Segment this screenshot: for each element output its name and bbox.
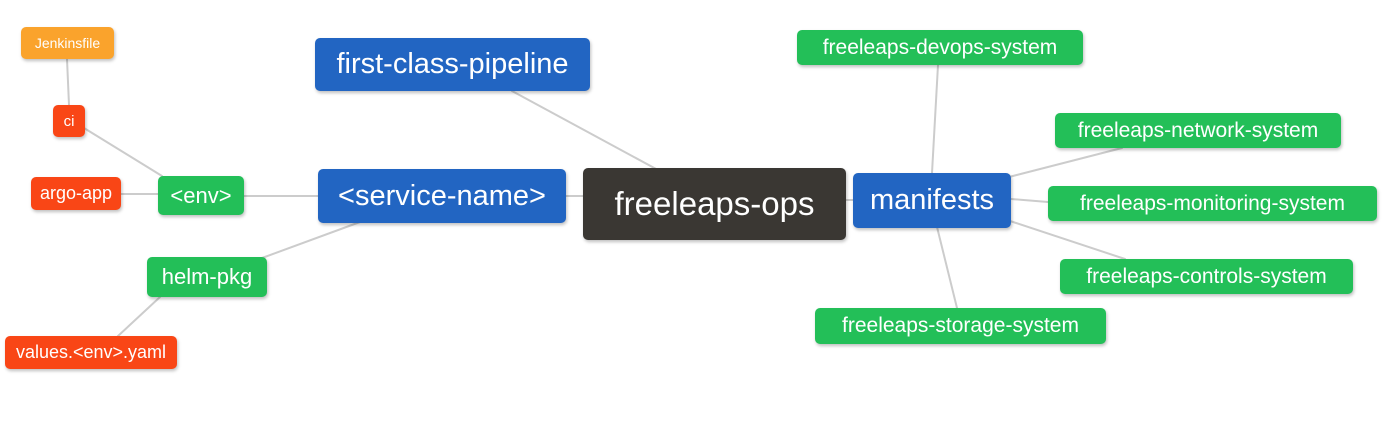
edge-manifests-monitoring [1010,198,1049,203]
edge-ci-env [83,127,163,177]
edge-pipeline-freeleapsops [511,90,659,171]
node-first-class-pipeline[interactable]: first-class-pipeline [315,38,590,91]
node-argo-app[interactable]: argo-app [31,177,121,210]
node-service-name[interactable]: <service-name> [318,169,566,223]
edge-manifests-devops [931,64,939,174]
node-freeleaps-monitoring-system[interactable]: freeleaps-monitoring-system [1048,186,1377,221]
node-env[interactable]: <env> [158,176,244,215]
node-freeleaps-storage-system[interactable]: freeleaps-storage-system [815,308,1106,344]
node-freeleaps-devops-system[interactable]: freeleaps-devops-system [797,30,1083,65]
edge-manifests-network [1008,147,1123,178]
edge-manifests-controls [1009,220,1126,260]
node-jenkinsfile[interactable]: Jenkinsfile [21,27,114,59]
edge-servicename-helmpkg [261,221,361,259]
node-freeleaps-network-system[interactable]: freeleaps-network-system [1055,113,1341,148]
node-freeleaps-controls-system[interactable]: freeleaps-controls-system [1060,259,1353,294]
edge-manifests-storage [936,226,958,309]
node-values-env-yaml[interactable]: values.<env>.yaml [5,336,177,369]
node-freeleaps-ops[interactable]: freeleaps-ops [583,168,846,240]
edge-helmpkg-valuesyaml [117,296,161,337]
node-manifests[interactable]: manifests [853,173,1011,228]
node-ci[interactable]: ci [53,105,85,137]
node-helm-pkg[interactable]: helm-pkg [147,257,267,297]
edge-jenkinsfile-ci [66,58,70,106]
